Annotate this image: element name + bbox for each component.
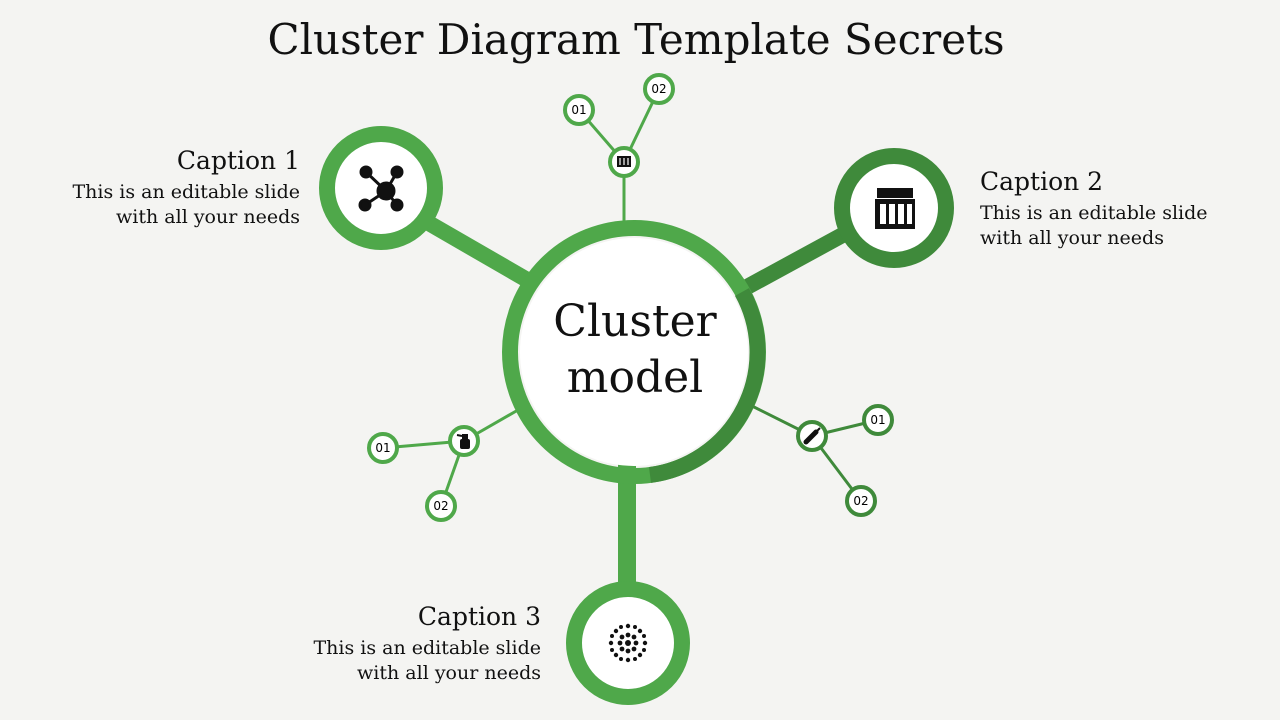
svg-text:02: 02 [433, 499, 448, 513]
center-disc [520, 238, 748, 466]
leaf-right-01: 01 [862, 404, 894, 436]
small-node-top [608, 146, 640, 178]
caption-1-heading: Caption 1 [176, 146, 300, 175]
small-node-left [448, 425, 480, 457]
center-label-line-2: model [566, 352, 704, 403]
caption-3-text-line-1: This is an editable slide [313, 637, 541, 659]
caption-2-heading: Caption 2 [980, 167, 1104, 196]
tool-icon [803, 427, 821, 445]
caption-2-text-line-2: with all your needs [980, 227, 1164, 249]
document-icon [617, 156, 631, 167]
caption-3-heading: Caption 3 [417, 602, 541, 631]
network-hub-icon [358, 165, 404, 212]
leaf-top-02: 02 [643, 73, 675, 105]
center-ring-dark-arc [648, 288, 766, 483]
small-node-right [796, 420, 828, 452]
leaf-left-02: 02 [425, 490, 457, 522]
caption-3-text: This is an editable slide with all your … [241, 636, 541, 686]
dotted-sunburst-icon [608, 623, 648, 663]
caption-1-text-line-2: with all your needs [116, 206, 300, 228]
center-label: Cluster model [530, 294, 740, 406]
node-caption-2 [834, 148, 954, 268]
caption-1-text-line-1: This is an editable slide [72, 181, 300, 203]
caption-1-text: This is an editable slide with all your … [0, 180, 300, 230]
node-caption-1 [319, 126, 443, 250]
storefront-icon [875, 188, 915, 229]
caption-2: Caption 2 This is an editable slide with… [980, 166, 1280, 251]
slide-title: Cluster Diagram Template Secrets [267, 15, 1005, 64]
connector-caption-1 [415, 211, 541, 292]
leaf-top-01: 01 [563, 94, 595, 126]
svg-text:01: 01 [870, 413, 885, 427]
svg-text:01: 01 [375, 441, 390, 455]
leaf-right-02: 02 [845, 485, 877, 517]
node-caption-3 [566, 581, 690, 705]
caption-3-text-line-2: with all your needs [357, 662, 541, 684]
connector-caption-2 [732, 224, 852, 301]
svg-text:01: 01 [571, 103, 586, 117]
spray-bottle-icon [456, 434, 470, 449]
caption-1: Caption 1 This is an editable slide with… [0, 145, 300, 230]
svg-text:02: 02 [651, 82, 666, 96]
leaf-left-01: 01 [367, 432, 399, 464]
caption-2-text-line-1: This is an editable slide [980, 202, 1208, 224]
caption-2-text: This is an editable slide with all your … [980, 201, 1280, 251]
svg-text:02: 02 [853, 494, 868, 508]
center-label-line-1: Cluster [553, 296, 717, 347]
caption-3: Caption 3 This is an editable slide with… [241, 601, 541, 686]
